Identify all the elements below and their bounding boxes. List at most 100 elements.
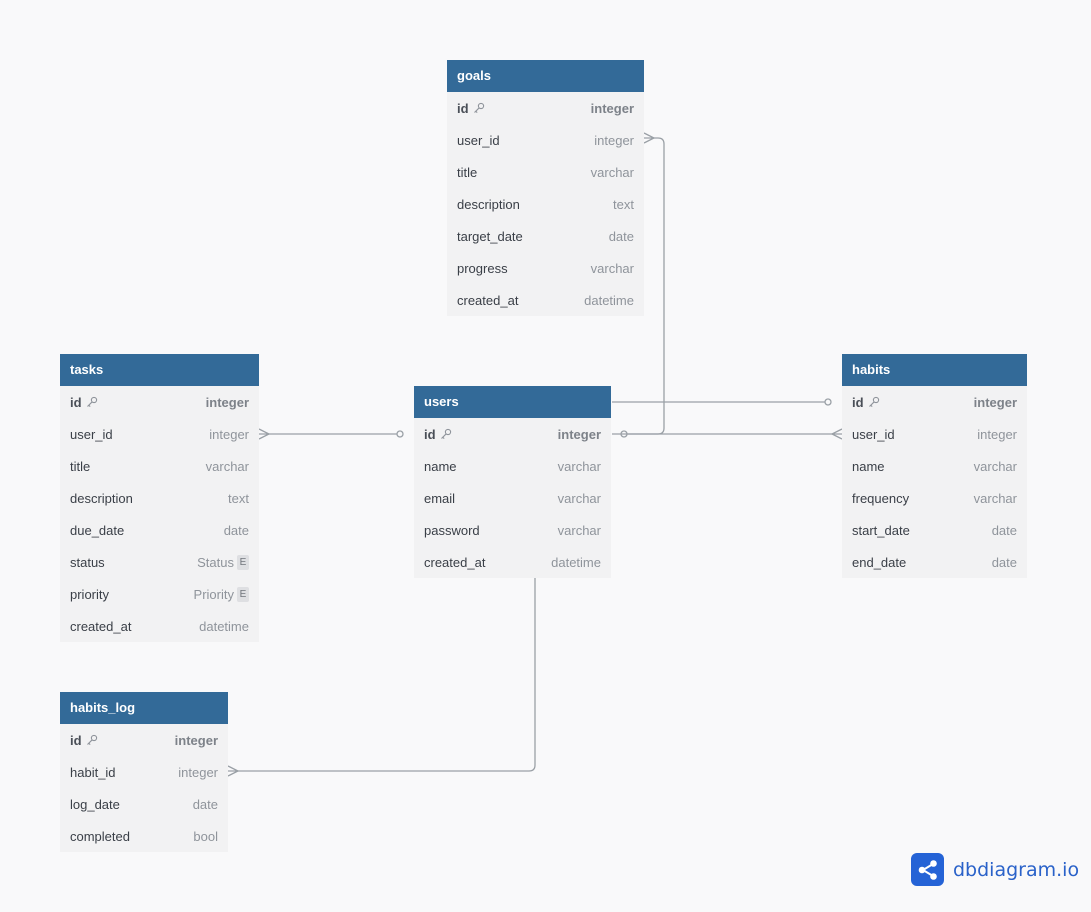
field-type: datetime <box>551 555 601 570</box>
field-name-text: log_date <box>70 796 120 812</box>
field-row-habit-id[interactable]: habit_id integer <box>60 756 228 788</box>
field-row-completed[interactable]: completed bool <box>60 820 228 852</box>
field-row-description[interactable]: description text <box>447 188 644 220</box>
field-name: id <box>852 395 880 410</box>
field-name: id <box>70 733 98 748</box>
table-header-tasks[interactable]: tasks <box>60 354 259 386</box>
field-type-text: Priority <box>193 586 234 602</box>
field-type-text: datetime <box>199 618 249 634</box>
field-row-title[interactable]: title varchar <box>447 156 644 188</box>
field-name: description <box>457 197 520 212</box>
field-name: end_date <box>852 555 906 570</box>
field-type-text: date <box>192 796 218 812</box>
field-row-user-id[interactable]: user_id integer <box>842 418 1027 450</box>
field-type-text: date <box>991 554 1017 570</box>
table-header-habits[interactable]: habits <box>842 354 1027 386</box>
key-icon <box>469 102 485 114</box>
field-name-text: user_id <box>852 426 895 442</box>
field-row-log-date[interactable]: log_date date <box>60 788 228 820</box>
field-type: integer <box>977 427 1017 442</box>
one-marker-users-tasks <box>396 430 404 438</box>
field-type-text: Status <box>197 554 234 570</box>
brand-link[interactable]: dbdiagram.io <box>911 853 1079 886</box>
field-type: bool <box>193 829 218 844</box>
field-type: date <box>992 555 1017 570</box>
crowfoot-habits-user-id <box>830 428 843 440</box>
field-type: integer <box>178 765 218 780</box>
field-name: completed <box>70 829 130 844</box>
field-name-text: end_date <box>852 554 907 570</box>
field-type: integer <box>558 427 601 442</box>
field-name: log_date <box>70 797 120 812</box>
field-row-due-date[interactable]: due_date date <box>60 514 259 546</box>
field-type-text: varchar <box>557 522 601 538</box>
field-row-id[interactable]: id integer <box>60 724 228 756</box>
field-type: integer <box>209 427 249 442</box>
table-header-goals[interactable]: goals <box>447 60 644 92</box>
field-type-text: date <box>223 522 249 538</box>
field-name: frequency <box>852 491 909 506</box>
field-type: integer <box>591 101 634 116</box>
field-row-created-at[interactable]: created_at datetime <box>60 610 259 642</box>
field-type-text: varchar <box>557 490 601 506</box>
field-name-text: title <box>457 164 478 180</box>
field-type: text <box>613 197 634 212</box>
enum-badge: E <box>237 554 249 570</box>
field-name-text: id <box>70 394 82 410</box>
field-type: varchar <box>974 459 1017 474</box>
field-name: priority <box>70 587 109 602</box>
field-type-text: date <box>991 522 1017 538</box>
field-name: user_id <box>852 427 895 442</box>
field-row-id[interactable]: id integer <box>60 386 259 418</box>
field-name: habit_id <box>70 765 116 780</box>
field-type: integer <box>175 733 218 748</box>
field-name-text: status <box>70 554 105 570</box>
field-name: due_date <box>70 523 124 538</box>
field-name-text: user_id <box>457 132 500 148</box>
field-type: date <box>224 523 249 538</box>
field-name: start_date <box>852 523 910 538</box>
field-type-text: varchar <box>557 458 601 474</box>
table-header-habits-log[interactable]: habits_log <box>60 692 228 724</box>
key-icon <box>864 396 880 408</box>
field-name-text: priority <box>70 586 110 602</box>
field-name: status <box>70 555 105 570</box>
one-marker-habits-id <box>824 398 832 406</box>
field-name-text: due_date <box>70 522 125 538</box>
field-row-start-date[interactable]: start_date date <box>842 514 1027 546</box>
field-row-end-date[interactable]: end_date date <box>842 546 1027 578</box>
field-type-text: integer <box>557 426 601 442</box>
field-type: varchar <box>591 165 634 180</box>
field-name-text: created_at <box>70 618 132 634</box>
field-type-text: integer <box>205 394 249 410</box>
table-header-users[interactable]: users <box>414 386 611 418</box>
enum-badge: E <box>237 586 249 602</box>
field-name-text: description <box>457 196 520 212</box>
table-habits-log[interactable]: habits_log id integer habit_id integer log_d… <box>60 692 228 852</box>
field-name: id <box>70 395 98 410</box>
